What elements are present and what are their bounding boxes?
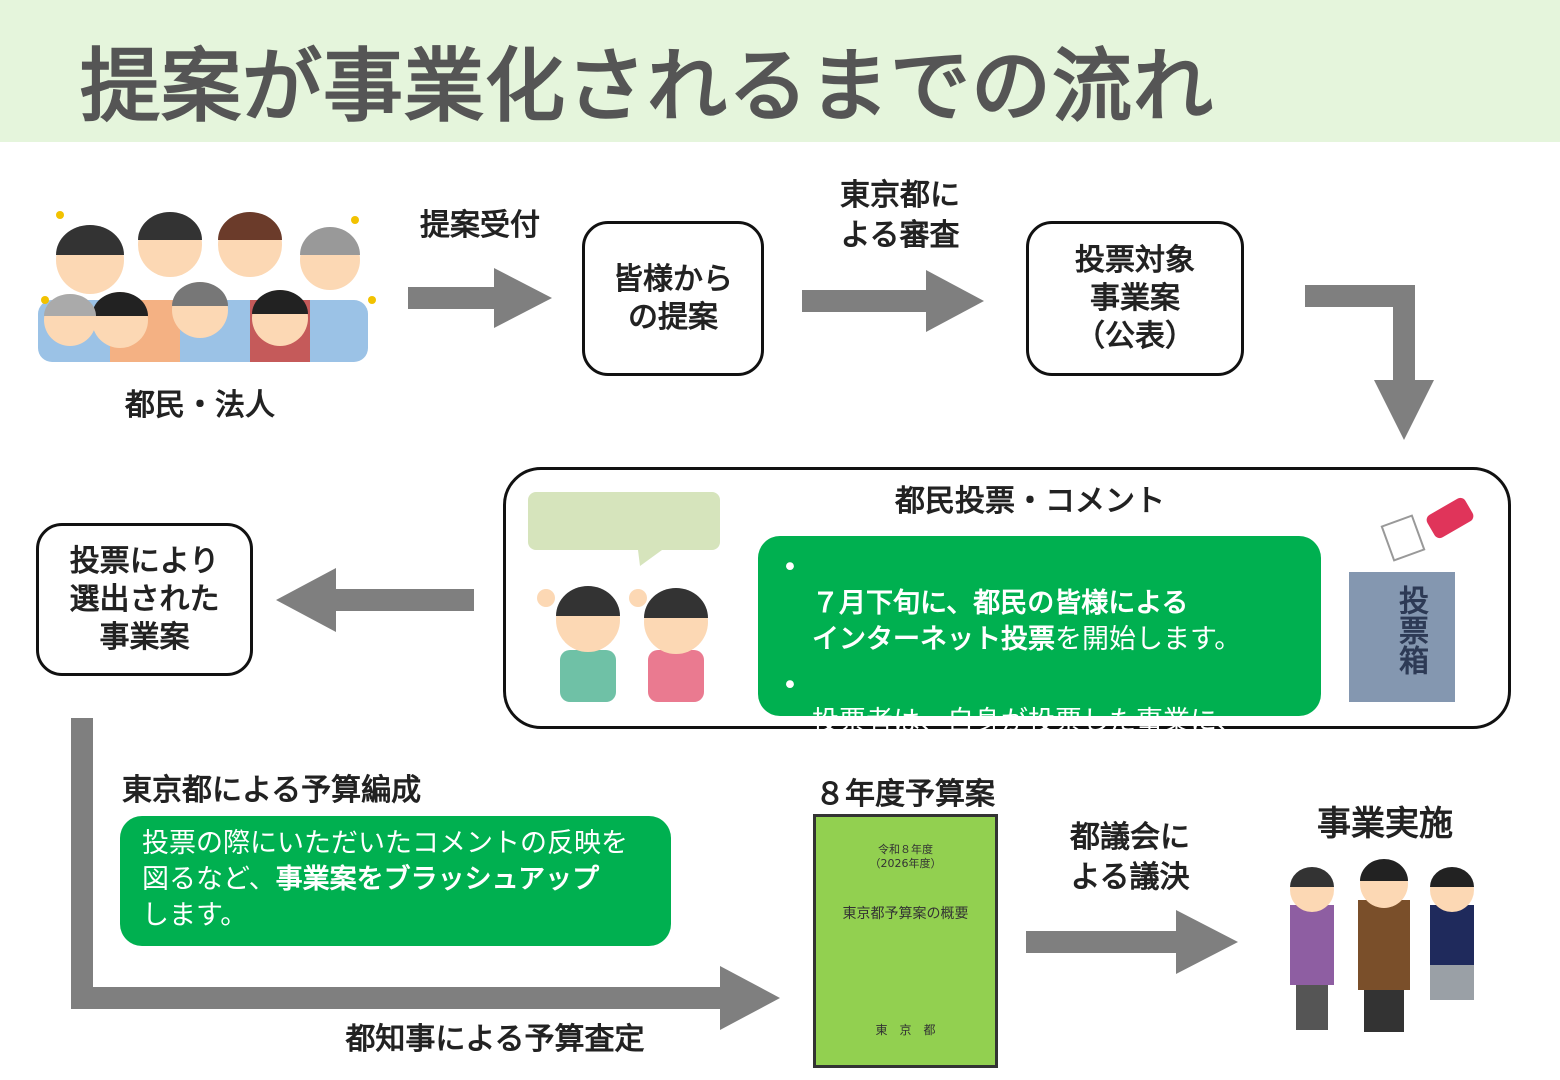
arrow-right-icon — [802, 270, 984, 332]
bullet-text: 投票者は、自身が投票した事業に、 — [812, 706, 1244, 737]
budget-text: 投票の際にいただいたコメントの反映を 図るなど、 — [142, 828, 628, 895]
crowd-illustration — [38, 211, 376, 362]
budget-booklet: 令和８年度 （2026年度） 東京都予算案の概要 東 京 都 — [813, 814, 998, 1068]
booklet-name: 東京都予算案の概要 — [842, 906, 969, 922]
arrow-down-icon — [1305, 285, 1434, 440]
selected-projects-box: 投票により 選出された 事業案 — [36, 523, 253, 676]
bullet-bold: ７月下旬に、都民の皆様による インターネット投票 — [812, 588, 1189, 655]
citizens-label: 都民・法人 — [125, 388, 275, 423]
review-label: 東京都に よる審査 — [840, 178, 960, 253]
voting-panel — [503, 467, 1511, 729]
bullet-text: を開始します。 — [1055, 624, 1242, 655]
governor-assessment-label: 都知事による予算査定 — [345, 1022, 645, 1057]
budget-compilation-title: 東京都による予算編成 — [122, 773, 422, 808]
bullet-item: • ７月下旬に、都民の皆様による インターネット投票を開始します。 — [774, 550, 1305, 658]
bullet-bold: コメントを投稿できます。 — [812, 742, 1134, 773]
title-banner — [0, 0, 1560, 142]
arrow-right-icon — [408, 268, 552, 328]
kids-illustration — [537, 586, 708, 702]
budget-description: 投票の際にいただいたコメントの反映を 図るなど、事業案をブラッシュアップ します… — [120, 816, 671, 946]
voting-description: • ７月下旬に、都民の皆様による インターネット投票を開始します。 • 投票者は、自… — [758, 536, 1321, 773]
booklet-era: 令和８年度 — [878, 843, 933, 856]
implementation-title: 事業実施 — [1317, 804, 1453, 844]
budget-bold: 事業案をブラッシュアップ — [275, 864, 600, 895]
candidate-projects-box: 投票対象 事業案 （公表） — [1026, 221, 1244, 376]
assembly-resolution-label: 都議会に よる議決 — [1070, 820, 1190, 895]
arrow-right-icon — [1026, 910, 1238, 974]
voting-title: 都民投票・コメント — [895, 484, 1165, 519]
bullet-item: • 投票者は、自身が投票した事業に、 コメントを投稿できます。 — [774, 668, 1305, 776]
budget-text-end: します。 — [142, 900, 248, 931]
bullet-dot: • — [782, 670, 798, 701]
arrow-right-icon — [71, 718, 780, 1030]
booklet-publisher: 東 京 都 — [875, 1023, 936, 1037]
page-title: 提案が事業化されるまでの流れ — [80, 40, 1214, 133]
speech-bubble — [528, 492, 720, 566]
celebrating-people-illustration — [1290, 859, 1474, 1032]
bullet-dot: • — [782, 552, 798, 583]
booklet-year: （2026年度） — [869, 857, 942, 870]
proposals-box: 皆様から の提案 — [582, 221, 764, 376]
ballot-box-icon — [1349, 497, 1474, 702]
ballot-box-label: 投票箱 — [1393, 585, 1428, 675]
proposal-intake-label: 提案受付 — [420, 208, 540, 243]
budget-plan-title: ８年度予算案 — [815, 777, 995, 812]
arrow-left-icon — [276, 568, 474, 632]
